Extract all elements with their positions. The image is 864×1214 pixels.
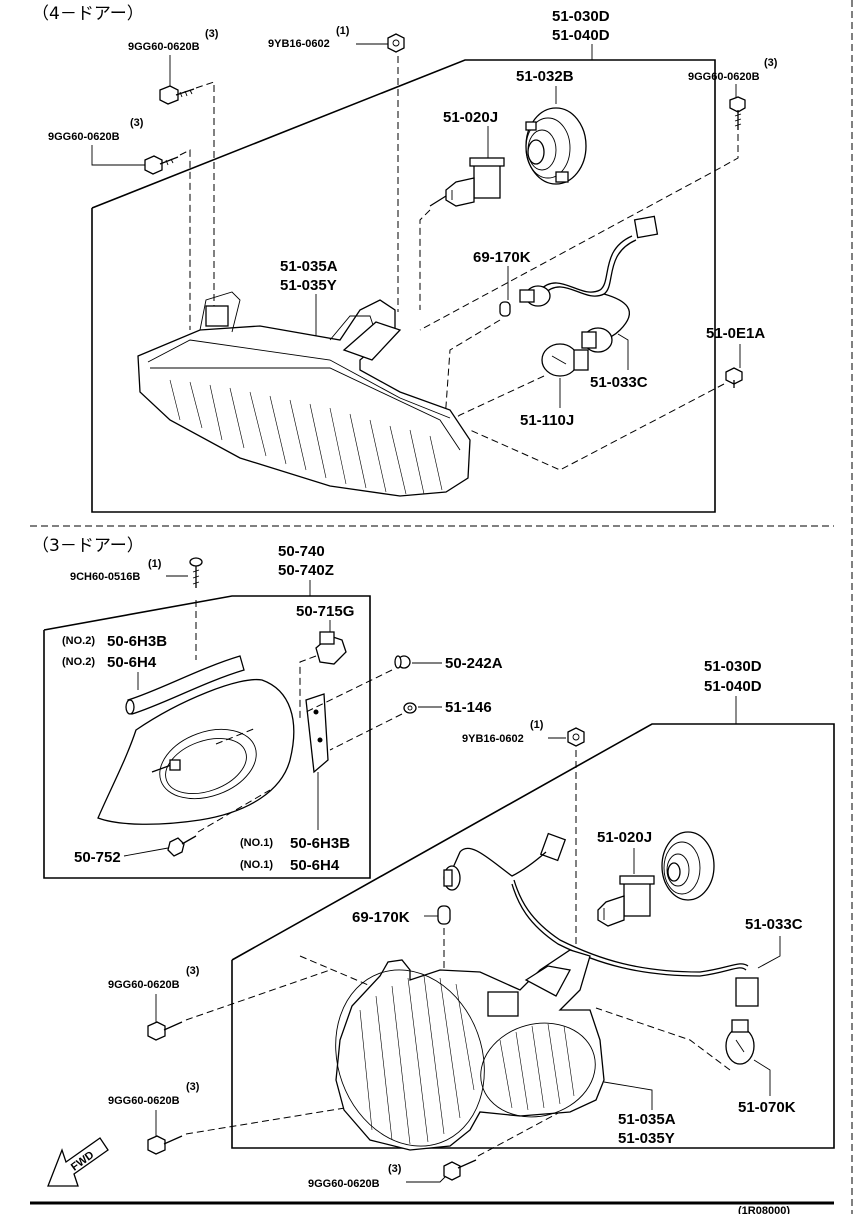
- headlamp-housing-top: [137, 291, 471, 497]
- turn-bulb-icon: [725, 1019, 755, 1065]
- label-garnish-a: 50-740: [278, 543, 325, 560]
- bolt-icon: [147, 1135, 183, 1155]
- headlamp-housing-bottom: [335, 949, 605, 1151]
- nut-icon: [387, 33, 405, 53]
- seal-strip-icon: [305, 693, 329, 774]
- wire-harness-icon: [519, 215, 659, 353]
- small-bulb-icon: [437, 905, 451, 925]
- garnish-icon: [97, 678, 295, 825]
- label-bolt-left-2: 9GG60-0620B: [108, 1095, 180, 1107]
- label-fastener: 50-752: [74, 849, 121, 866]
- label-bolt-bottom: 9GG60-0620B: [308, 1178, 380, 1190]
- label-seal-no1-a: 50-6H3B: [290, 835, 350, 852]
- qty-bolt-left-2: (3): [186, 1081, 200, 1093]
- assembly-box-bottom: [231, 723, 835, 1149]
- label-garnish-b: 50-740Z: [278, 562, 334, 579]
- section-header-four-door: （4－ドアー）: [32, 4, 144, 24]
- small-bulb-icon: [499, 301, 511, 317]
- label-lens-b-top: 51-035Y: [280, 277, 337, 294]
- halogen-bulb-icon: [429, 157, 505, 207]
- wire-harness-icon: [443, 832, 759, 1007]
- garnish-box: [43, 595, 371, 879]
- label-bulb-turn-bottom: 51-070K: [738, 1099, 796, 1116]
- prefix-seal-no1-a: (NO.1): [240, 837, 273, 849]
- qty-nut-bottom: (1): [530, 719, 544, 731]
- socket-cover-icon: [661, 831, 715, 901]
- label-assembly-a-top: 51-030D: [552, 8, 610, 25]
- qty-screw: (1): [148, 558, 162, 570]
- label-lens-b-bottom: 51-035Y: [618, 1130, 675, 1147]
- label-bolt-mid-left: 9GG60-0620B: [48, 131, 120, 143]
- label-assembly-b-bottom: 51-040D: [704, 678, 762, 695]
- label-assembly-a-bottom: 51-030D: [704, 658, 762, 675]
- bolt-icon: [443, 1159, 477, 1181]
- clip-icon: [403, 702, 417, 714]
- bracket-icon: [315, 631, 347, 665]
- label-seal-no2-b: 50-6H4: [107, 654, 157, 671]
- label-bolt-top-left: 9GG60-0620B: [128, 41, 200, 53]
- label-screw: 9CH60-0516B: [70, 571, 140, 583]
- turn-bulb-icon: [541, 343, 589, 377]
- bolt-icon: [729, 96, 746, 130]
- label-bulb-small-bottom: 69-170K: [352, 909, 410, 926]
- label-bulb-h-bottom: 51-020J: [597, 829, 652, 846]
- label-clip-top: 51-0E1A: [706, 325, 765, 342]
- label-nut-bottom: 9YB16-0602: [462, 733, 524, 745]
- socket-cover-icon: [525, 107, 587, 185]
- bolt-icon: [147, 1021, 183, 1041]
- prefix-seal-no1-b: (NO.1): [240, 859, 273, 871]
- label-lens-a-top: 51-035A: [280, 258, 338, 275]
- bolt-icon: [159, 85, 195, 105]
- label-grommet: 50-242A: [445, 655, 503, 672]
- section-header-three-door: （3－ドアー）: [32, 536, 144, 556]
- label-bulb-turn-top: 51-110J: [520, 412, 574, 429]
- label-assembly-b-top: 51-040D: [552, 27, 610, 44]
- label-bolt-left-1: 9GG60-0620B: [108, 979, 180, 991]
- footer-code: (1R08000): [738, 1205, 790, 1214]
- screw-icon: [189, 557, 203, 588]
- label-lens-a-bottom: 51-035A: [618, 1111, 676, 1128]
- label-bulb-small-top: 69-170K: [473, 249, 531, 266]
- qty-bolt-left-1: (3): [186, 965, 200, 977]
- label-clip-bottom: 51-146: [445, 699, 492, 716]
- qty-bolt-top-left: (3): [205, 28, 219, 40]
- fastener-icon: [167, 835, 197, 857]
- label-bracket: 50-715G: [296, 603, 354, 620]
- label-harness-top: 51-033C: [590, 374, 648, 391]
- prefix-seal-no2-a: (NO.2): [62, 635, 95, 647]
- qty-bolt-top-right: (3): [764, 57, 778, 69]
- qty-nut-top: (1): [336, 25, 350, 37]
- label-seal-no1-b: 50-6H4: [290, 857, 340, 874]
- label-seal-no2-a: 50-6H3B: [107, 633, 167, 650]
- clip-icon: [725, 367, 743, 388]
- qty-bolt-bottom: (3): [388, 1163, 402, 1175]
- seal-strip-icon: [125, 655, 245, 715]
- grommet-icon: [394, 655, 411, 669]
- label-harness-bottom: 51-033C: [745, 916, 803, 933]
- halogen-bulb-icon: [597, 875, 655, 927]
- label-bulb-h-top: 51-020J: [443, 109, 498, 126]
- qty-bolt-mid-left: (3): [130, 117, 144, 129]
- bolt-icon: [144, 155, 179, 175]
- assembly-box-top: [91, 59, 716, 513]
- label-nut-top: 9YB16-0602: [268, 38, 330, 50]
- nut-icon: [567, 727, 585, 747]
- label-socket-cover: 51-032B: [516, 68, 574, 85]
- fwd-arrow-icon: FWD: [47, 1137, 109, 1187]
- prefix-seal-no2-b: (NO.2): [62, 656, 95, 668]
- label-bolt-top-right: 9GG60-0620B: [688, 71, 760, 83]
